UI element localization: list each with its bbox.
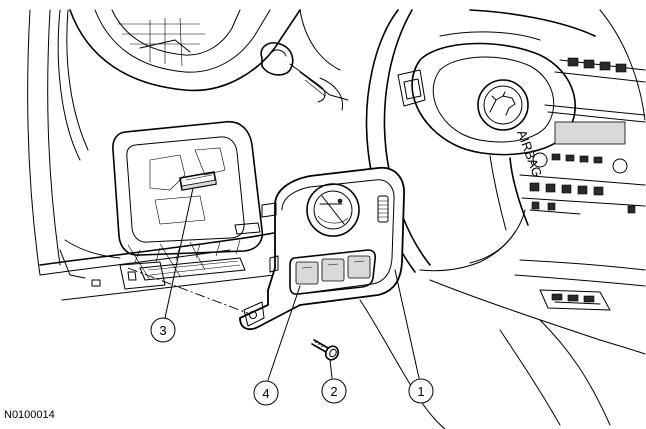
screw: [311, 339, 340, 361]
lower-dash-trim: [59, 222, 261, 290]
stalk-area: [260, 42, 349, 111]
switch-bezel: [239, 166, 405, 331]
callout-4-label: 4: [262, 386, 269, 401]
center-console: [359, 259, 646, 429]
callout-3-label: 3: [159, 323, 166, 338]
callout-2: 2: [321, 378, 347, 404]
center-stack: [519, 9, 646, 215]
callout-4: 4: [253, 380, 279, 406]
callout-2-label: 2: [330, 384, 337, 399]
callout-1: 1: [408, 378, 434, 404]
callout-1-label: 1: [417, 384, 424, 399]
figure-reference-code: N0100014: [4, 409, 55, 421]
dash-lower-edge: [27, 9, 301, 301]
instrument-cluster: [57, 9, 341, 161]
electrical-connector: [179, 171, 217, 191]
installation-line: [127, 267, 251, 315]
bezel-buttons: [289, 249, 377, 295]
callout-3: 3: [150, 317, 176, 343]
leader-lines: [164, 187, 420, 381]
fuse-panel-opening: [112, 120, 264, 281]
